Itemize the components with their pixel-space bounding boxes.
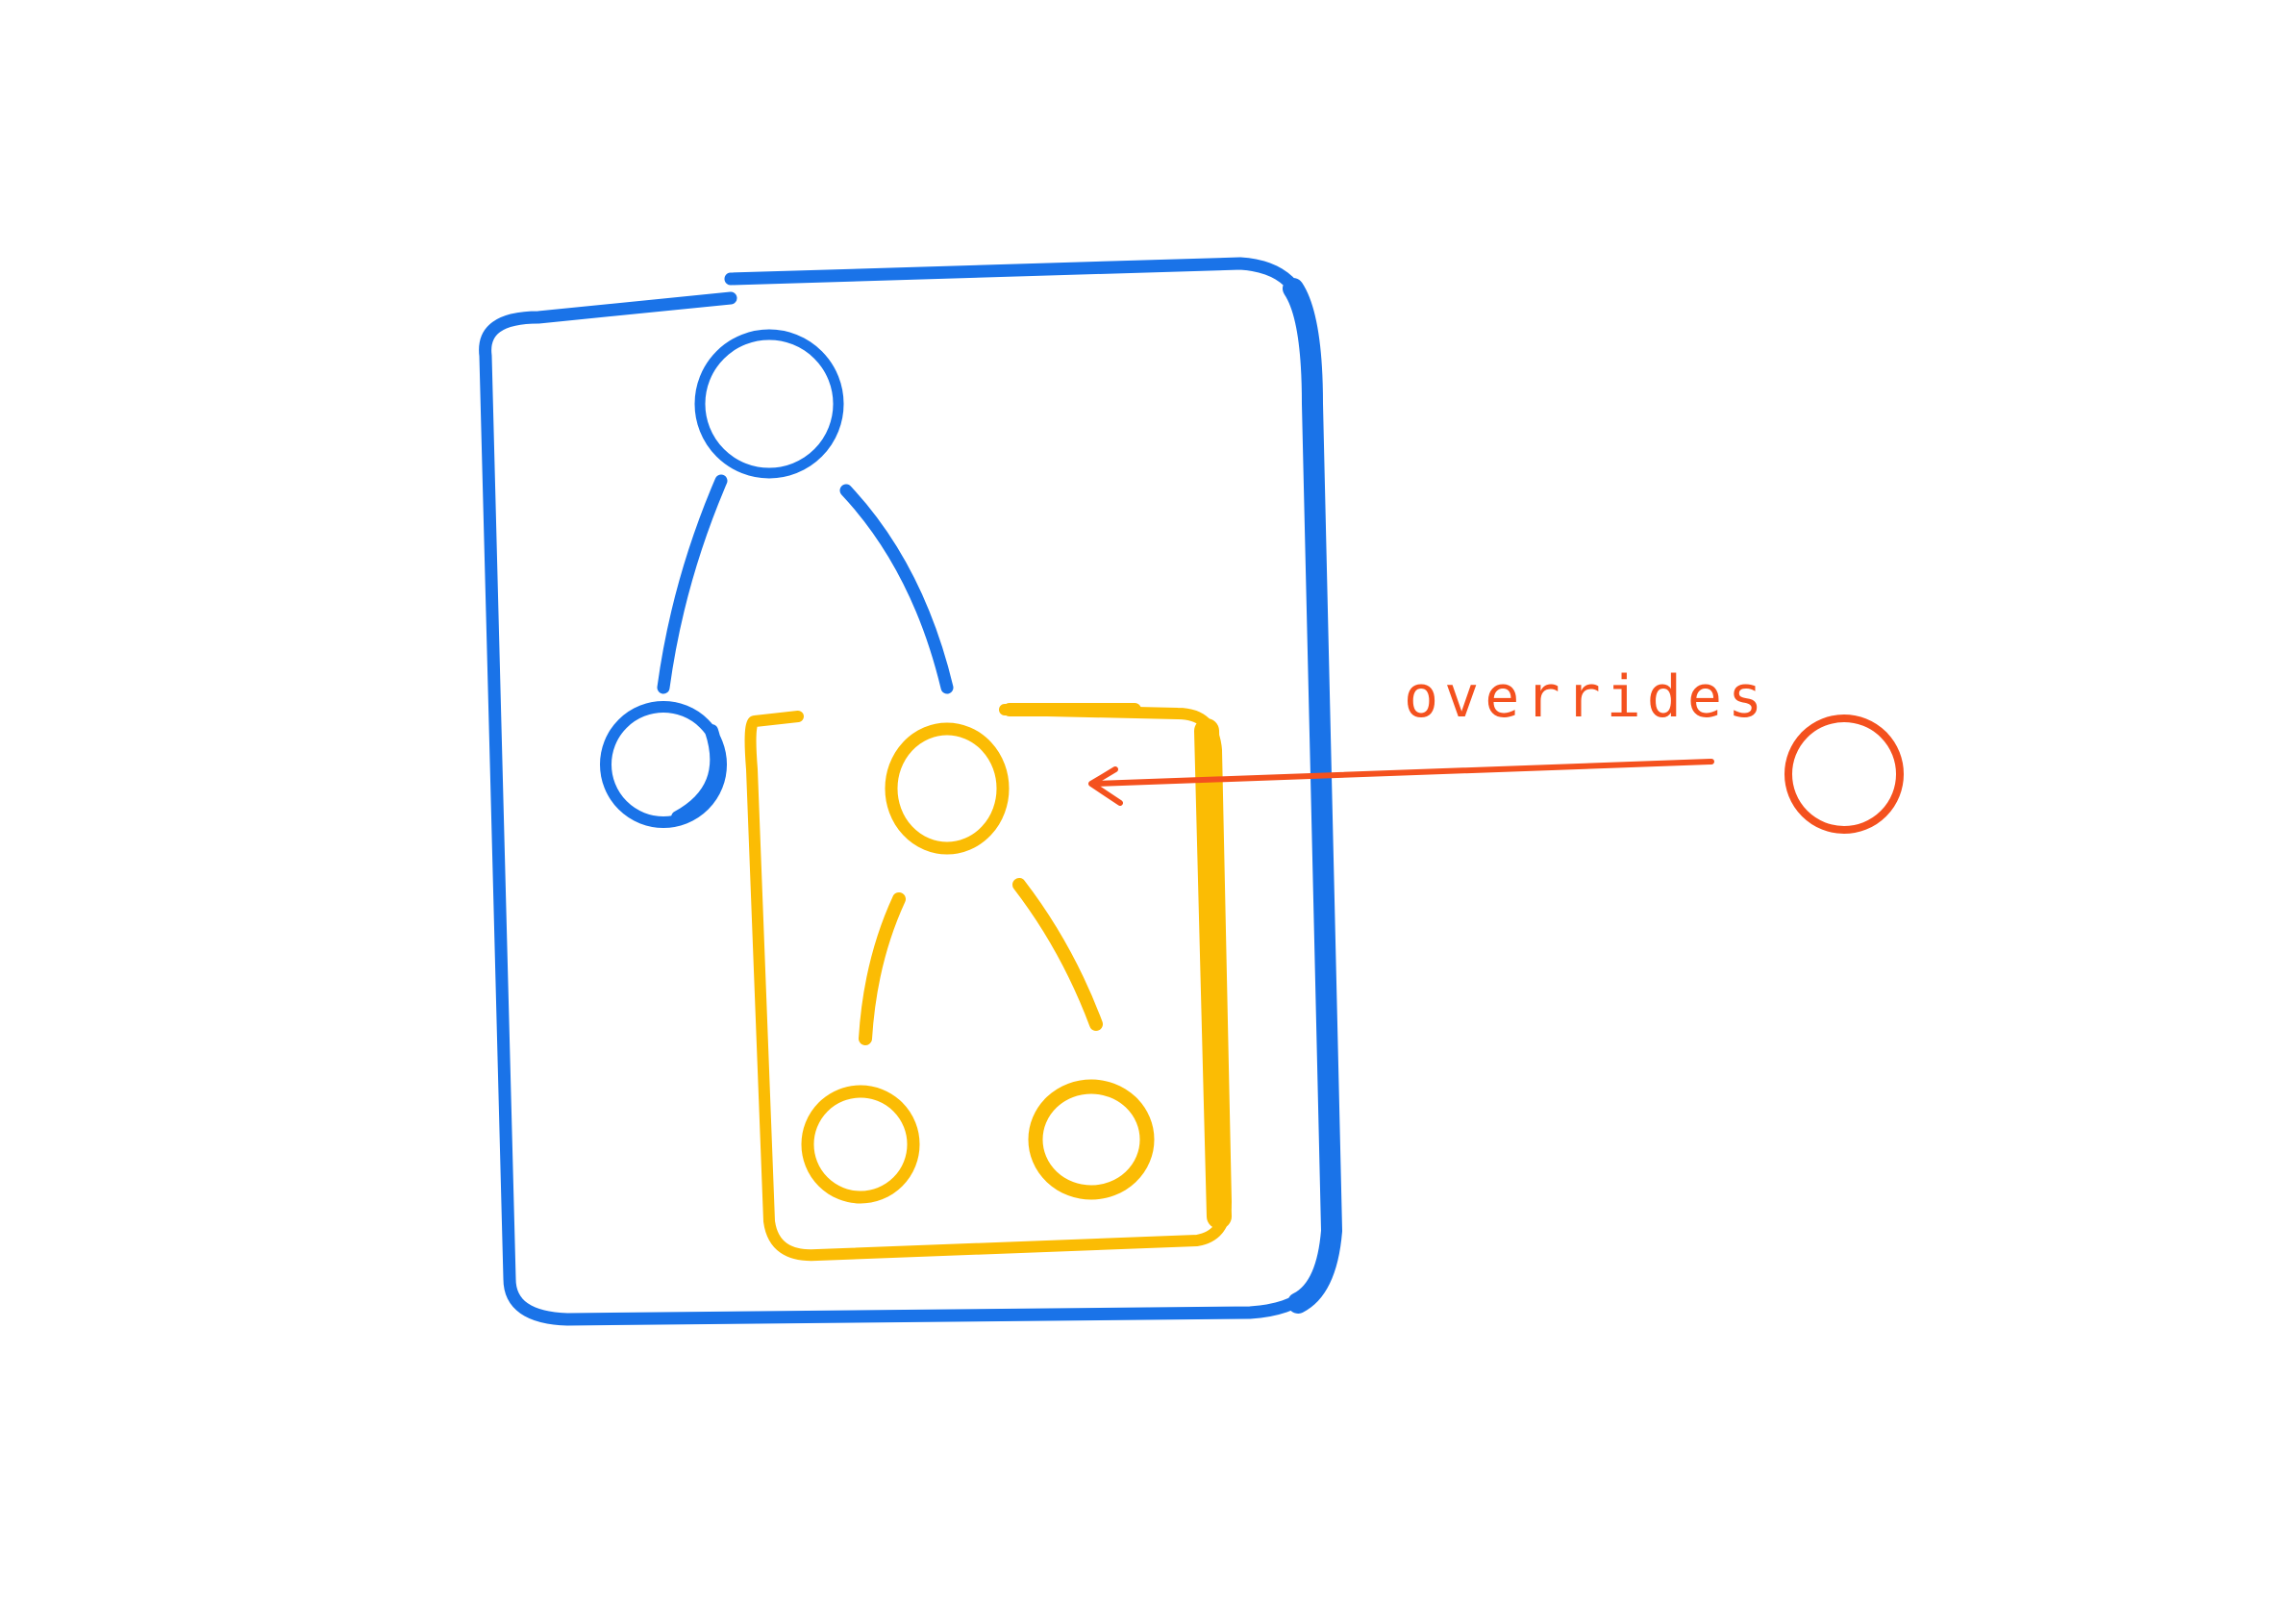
outer-box-right-edge — [1283, 278, 1343, 1314]
tree-edge-root-right — [839, 484, 954, 694]
override-arrow-line — [1093, 759, 1714, 787]
subtree-edge-right — [1012, 878, 1103, 1031]
tree-root-node — [694, 329, 844, 479]
subtree-left-leaf-node — [801, 1085, 920, 1204]
subtree-root-node — [885, 722, 1010, 855]
outer-tree-group — [479, 257, 1343, 1326]
override-label: overrides — [1404, 664, 1768, 731]
override-arrowhead — [1088, 766, 1123, 806]
subtree-right-leaf-node — [1028, 1079, 1155, 1200]
tree-left-child-shadow — [671, 724, 724, 824]
inner-subtree-group — [744, 703, 1232, 1262]
override-node — [1784, 714, 1904, 834]
override-group: overrides — [1088, 664, 1904, 834]
inner-box-right-edge — [1194, 718, 1232, 1229]
tree-edge-root-left — [657, 474, 728, 694]
subtree-edge-left — [859, 892, 906, 1045]
